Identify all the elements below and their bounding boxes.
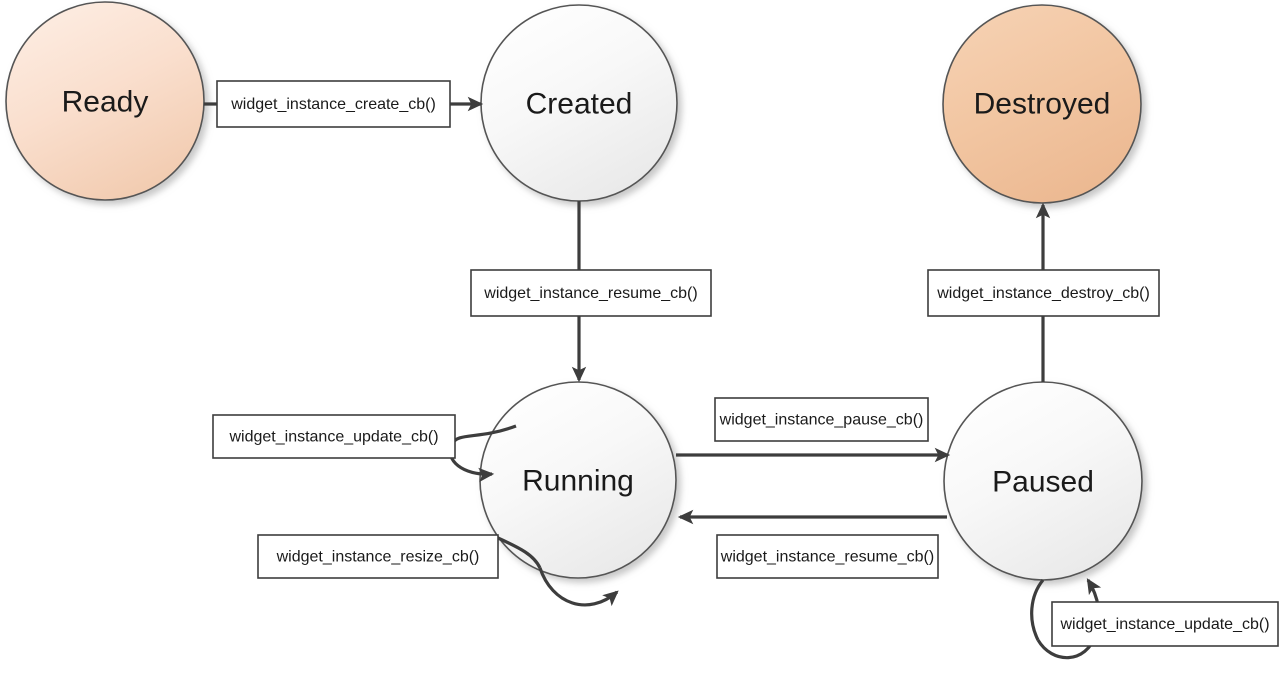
edge-label-paused-update-box: [1051, 601, 1279, 647]
node-running[interactable]: Running: [479, 381, 677, 579]
edge-label-paused-update[interactable]: widget_instance_update_cb(): [1051, 601, 1279, 647]
edge-label-pause[interactable]: widget_instance_pause_cb(): [714, 397, 929, 442]
edge-label-pause-text: widget_instance_pause_cb(): [719, 412, 924, 429]
edge-label-paused-update-text: widget_instance_update_cb(): [1059, 616, 1269, 633]
edge-label-running-resize[interactable]: widget_instance_resize_cb(): [257, 534, 499, 579]
self-loop-resize-tail: [497, 536, 542, 569]
destroyed-label: Destroyed: [974, 88, 1111, 121]
created-label: Created: [526, 88, 633, 121]
self-loop-paused-tail: [1030, 578, 1045, 641]
edge-label-created-resume-box: [470, 269, 712, 317]
ready-circle[interactable]: [5, 1, 205, 201]
node-created[interactable]: Created: [480, 4, 678, 202]
edge-label-created-resume-text: widget_instance_resume_cb(): [483, 285, 697, 302]
edge-label-running-resize-text: widget_instance_resize_cb(): [276, 549, 480, 566]
edge-running-self-resize[interactable]: [497, 536, 619, 607]
edge-label-paused-resume-text: widget_instance_resume_cb(): [720, 549, 934, 566]
edge-label-create-box: [216, 80, 451, 128]
edge-label-paused-resume[interactable]: widget_instance_resume_cb(): [716, 534, 939, 579]
node-ready[interactable]: Ready: [5, 1, 205, 201]
edge-label-pause-box: [714, 397, 929, 442]
edge-label-running-resize-box: [257, 534, 499, 579]
node-destroyed[interactable]: Destroyed: [942, 4, 1142, 204]
node-paused[interactable]: Paused: [943, 381, 1143, 581]
edge-label-destroy-box: [927, 269, 1160, 317]
edge-label-created-resume[interactable]: widget_instance_resume_cb(): [470, 269, 712, 317]
running-label: Running: [522, 465, 634, 498]
edge-label-running-update-text: widget_instance_update_cb(): [228, 429, 438, 446]
self-loop-resize-head: [538, 567, 619, 607]
edge-label-destroy[interactable]: widget_instance_destroy_cb(): [927, 269, 1160, 317]
edge-label-running-update-box: [212, 414, 456, 459]
edge-label-paused-resume-box: [716, 534, 939, 579]
edge-label-running-update[interactable]: widget_instance_update_cb(): [212, 414, 456, 459]
paused-label: Paused: [992, 466, 1094, 499]
edge-label-create[interactable]: widget_instance_create_cb(): [216, 80, 451, 128]
edge-label-create-text: widget_instance_create_cb(): [230, 96, 436, 113]
ready-label: Ready: [62, 86, 149, 119]
edge-label-destroy-text: widget_instance_destroy_cb(): [936, 285, 1150, 302]
